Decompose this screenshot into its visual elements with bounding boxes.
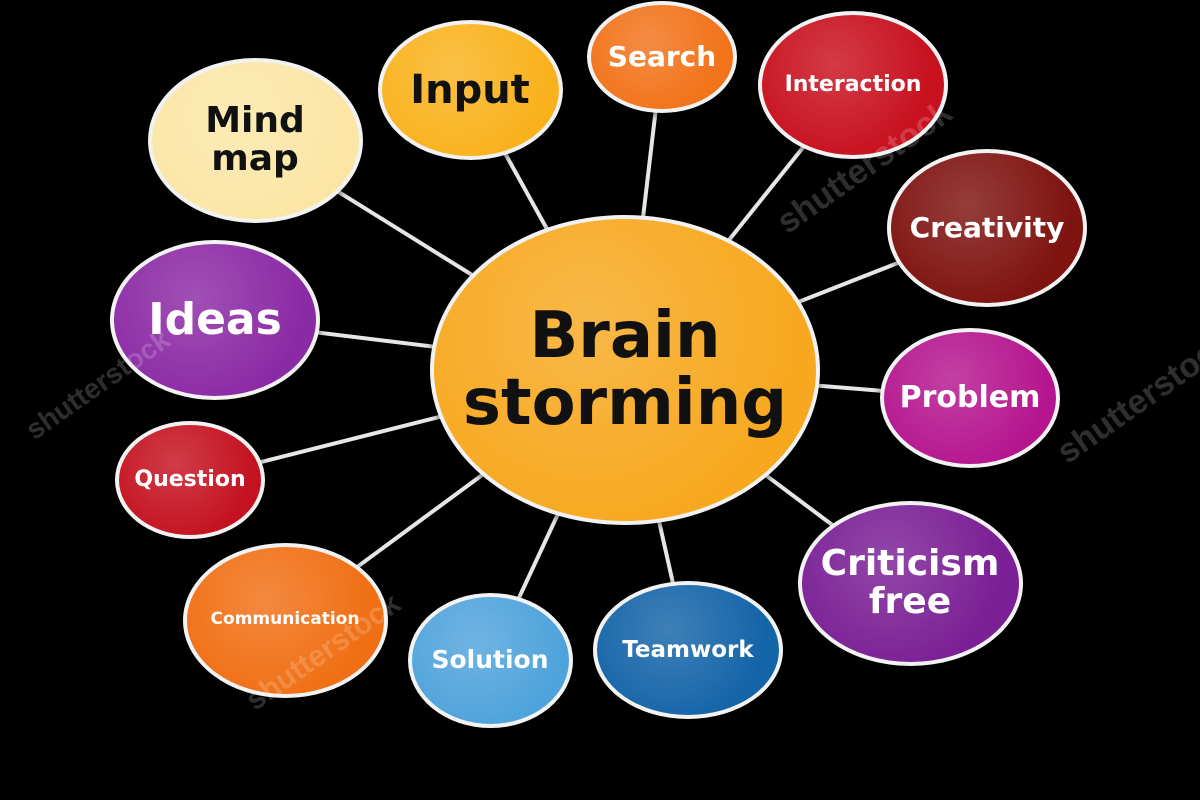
node-label: Criticism free — [820, 543, 1000, 622]
node-ideas: Ideas — [110, 240, 320, 400]
node-label: Search — [607, 40, 717, 74]
node-problem: Problem — [880, 328, 1060, 468]
center-node-label: Brain storming — [462, 298, 788, 440]
node-interaction: Interaction — [758, 11, 948, 159]
node-label: Mind map — [205, 100, 305, 179]
node-label: Solution — [431, 644, 549, 674]
node-label: Input — [410, 67, 530, 113]
node-creativity: Creativity — [887, 149, 1087, 307]
node-label: Communication — [210, 609, 360, 630]
node-teamwork: Teamwork — [593, 581, 783, 719]
node-criticism-free: Criticism free — [797, 500, 1023, 666]
node-communication: Communication — [182, 542, 388, 698]
node-label: Interaction — [784, 72, 922, 98]
node-mind-map: Mind map — [147, 57, 363, 223]
node-question: Question — [115, 421, 265, 539]
node-input: Input — [377, 20, 563, 160]
node-solution: Solution — [407, 592, 573, 728]
node-search: Search — [587, 1, 737, 113]
node-label: Ideas — [148, 293, 282, 345]
center-node-brainstorming: Brain storming — [430, 215, 820, 525]
node-label: Teamwork — [622, 636, 754, 663]
node-label: Question — [134, 467, 246, 493]
node-label: Creativity — [909, 211, 1065, 245]
node-label: Problem — [899, 380, 1041, 416]
